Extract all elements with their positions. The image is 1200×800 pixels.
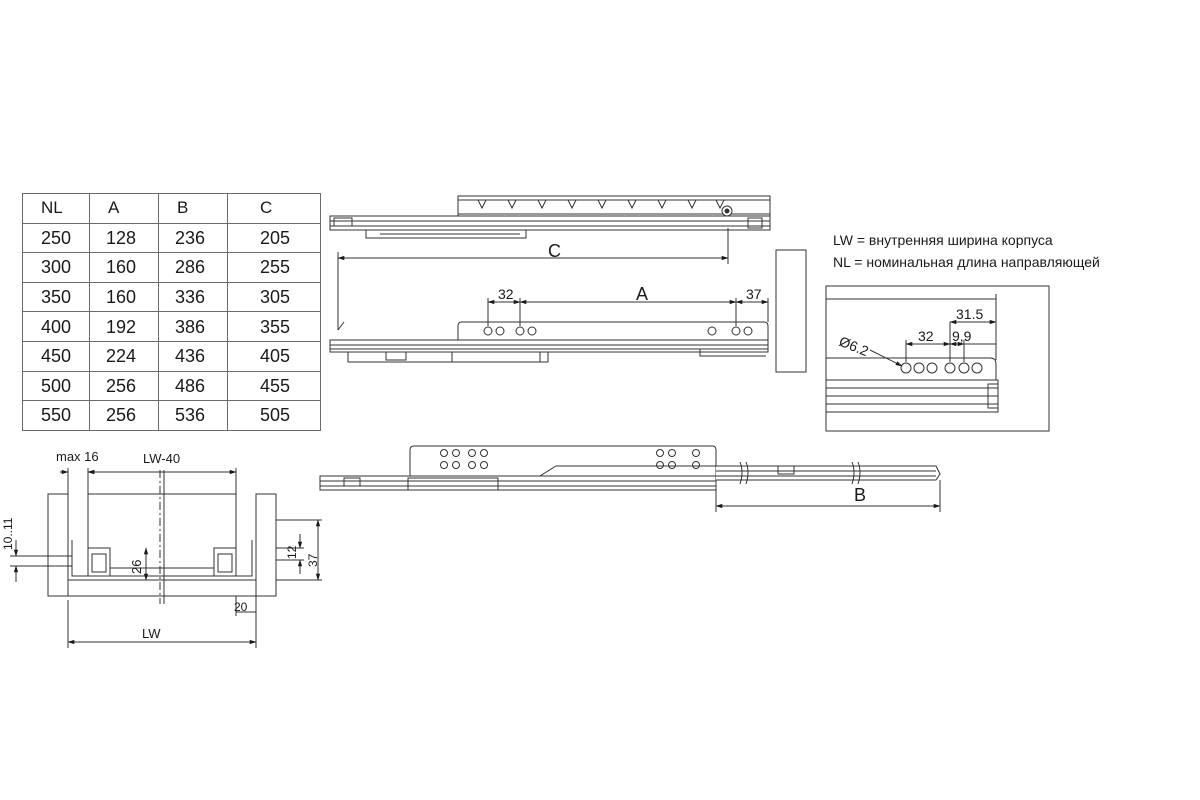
dim-label-37-side: 37 — [306, 553, 320, 567]
cell-a: 160 — [89, 281, 159, 313]
table-header-row: NL A B C — [22, 193, 321, 224]
cell-nl: 450 — [22, 340, 90, 372]
cell-b: 386 — [158, 311, 228, 342]
legend-nl: NL = номинальная длина направляющей — [833, 254, 1100, 270]
cell-c: 455 — [227, 370, 321, 402]
dim-label-a: A — [636, 284, 648, 304]
slide-extended-view — [319, 445, 941, 512]
dim-label-10-11: 10..11 — [1, 517, 15, 550]
cell-a: 256 — [89, 400, 159, 431]
cell-c: 505 — [227, 400, 321, 431]
dim-label-26: 26 — [129, 560, 144, 574]
dimension-b: B — [715, 485, 941, 509]
dim-label-20: 20 — [234, 600, 248, 614]
slide-top-view — [329, 195, 771, 239]
dim-label-32: 32 — [498, 286, 514, 302]
dim-label-12: 12 — [285, 545, 299, 559]
dimension-a-group — [487, 298, 769, 326]
dim-label-37: 37 — [746, 286, 762, 302]
cell-nl: 400 — [22, 311, 90, 342]
legend-lw: LW = внутренняя ширина корпуса — [833, 232, 1053, 248]
cabinet-side-panel — [775, 249, 807, 373]
cross-section-view — [47, 470, 277, 604]
cell-a: 224 — [89, 340, 159, 372]
cross-section-dimensions — [10, 468, 322, 648]
dim-label-31-5: 31.5 — [956, 306, 983, 322]
cell-b: 286 — [158, 252, 228, 283]
cell-a: 192 — [89, 311, 159, 342]
header-a: A — [89, 193, 159, 224]
header-nl: NL — [22, 193, 90, 224]
dimension-c: C — [337, 228, 729, 330]
cell-b: 486 — [158, 370, 228, 402]
cell-b: 236 — [158, 222, 228, 254]
cell-b: 436 — [158, 340, 228, 372]
dim-label-c: C — [548, 241, 561, 261]
dim-label-9-9: 9,9 — [952, 328, 972, 344]
cell-c: 405 — [227, 340, 321, 372]
cell-b: 336 — [158, 281, 228, 313]
dim-label-lw: LW — [142, 626, 161, 641]
dim-label-b: B — [854, 485, 866, 505]
cell-a: 160 — [89, 252, 159, 283]
cell-a: 128 — [89, 222, 159, 254]
dim-label-lw40: LW-40 — [143, 451, 180, 466]
dim-label-32-detail: 32 — [918, 328, 934, 344]
hole-detail: 31.5 32 9,9 Ø6.2 — [825, 285, 1050, 432]
cell-c: 205 — [227, 222, 321, 254]
dim-label-max16: max 16 — [56, 449, 99, 464]
cell-nl: 550 — [22, 400, 90, 431]
slide-side-view — [329, 321, 769, 363]
